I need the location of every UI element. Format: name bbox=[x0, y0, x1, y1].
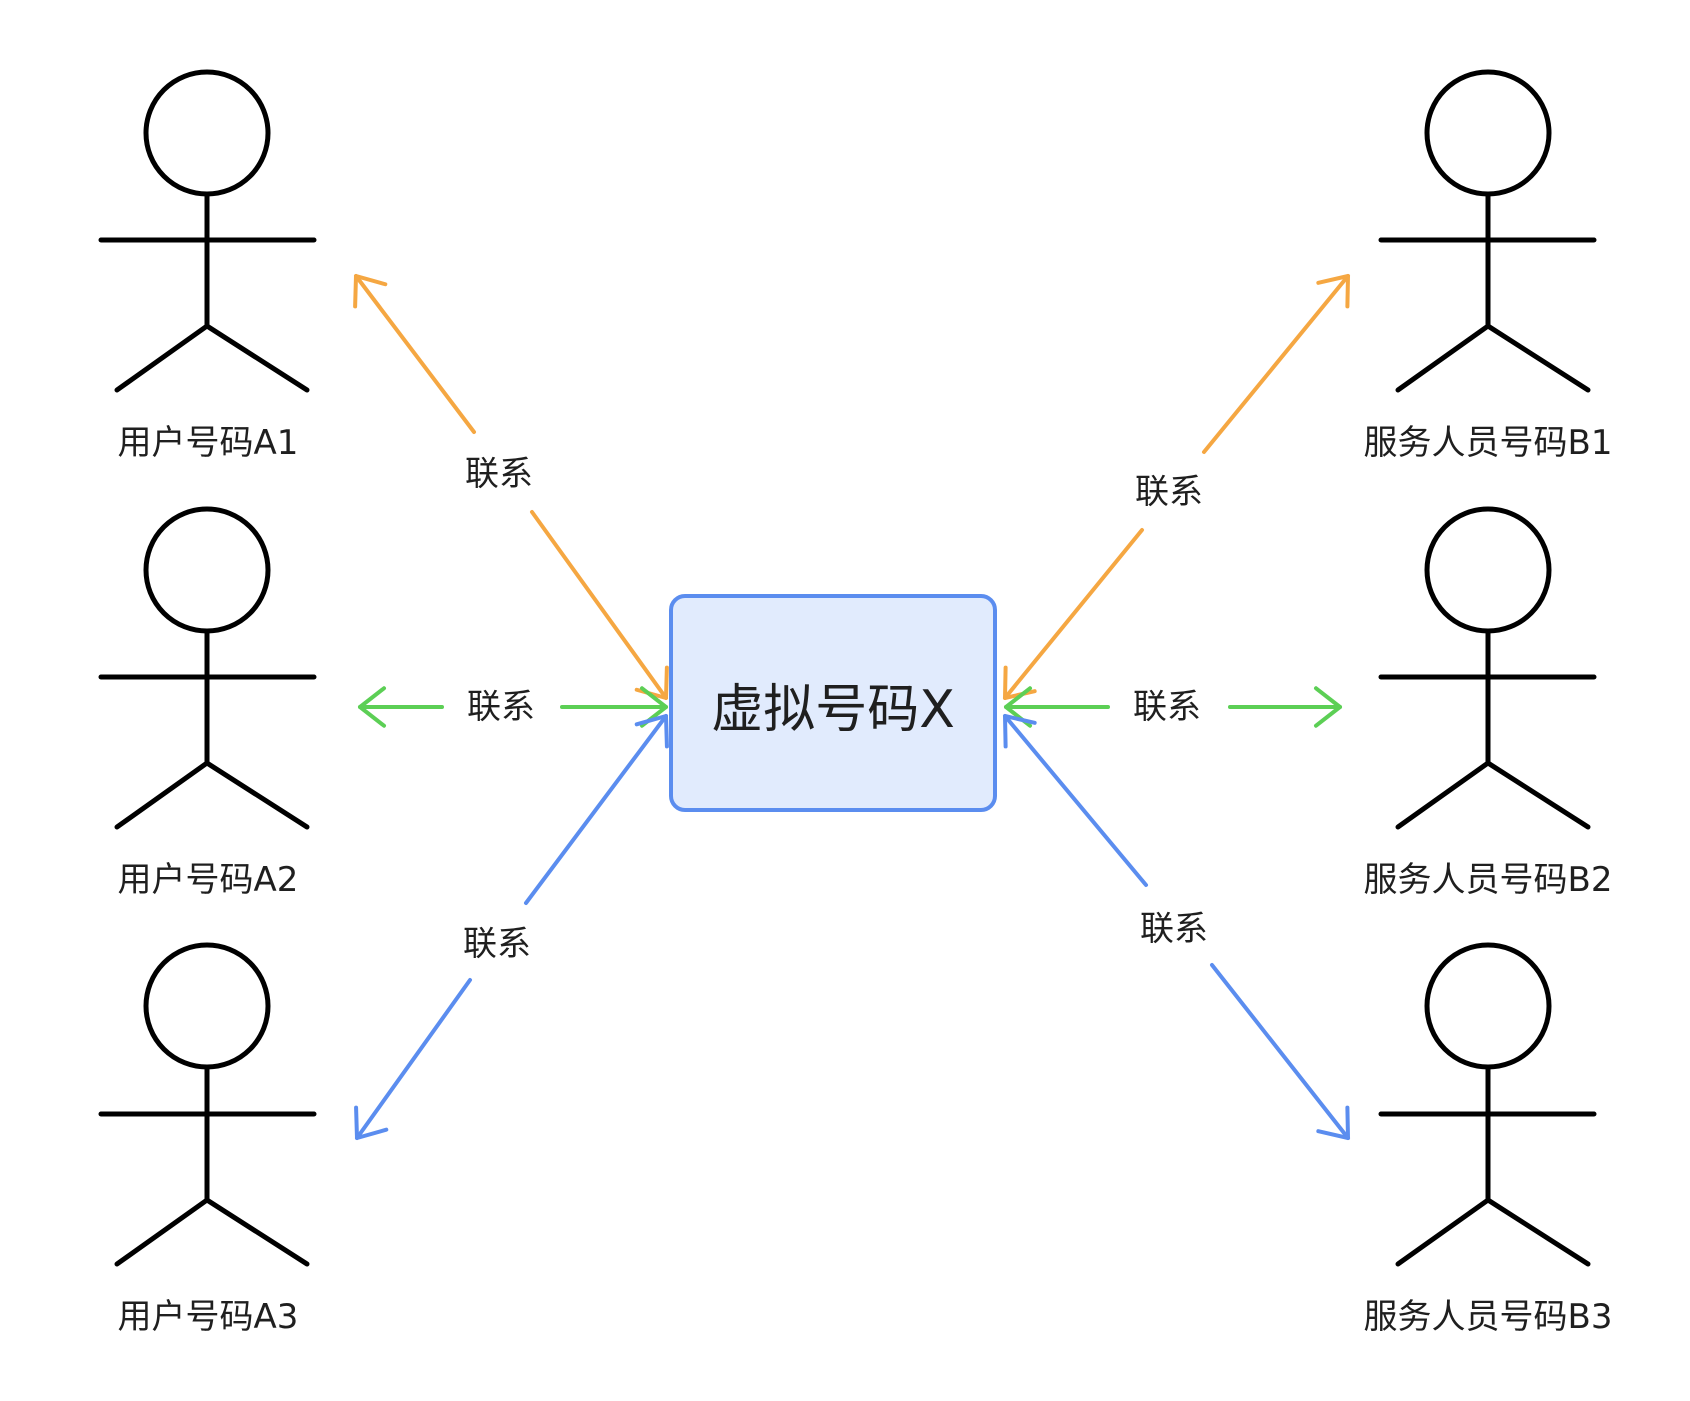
arrowhead-icon bbox=[354, 1105, 389, 1140]
edge-label-b2: 联系 bbox=[1133, 687, 1201, 727]
virtual-number-node: 虚拟号码X bbox=[669, 594, 997, 812]
edge-line-a3 bbox=[524, 714, 668, 905]
actor-figure-b2 bbox=[1378, 506, 1597, 830]
arrowhead-icon bbox=[1316, 274, 1350, 309]
edge-label-a1: 联系 bbox=[465, 454, 533, 494]
actor-figure-a2 bbox=[98, 506, 317, 830]
virtual-number-label: 虚拟号码X bbox=[711, 680, 955, 740]
arrowhead-icon bbox=[1316, 1105, 1350, 1140]
edge-line-a1 bbox=[530, 510, 668, 700]
actor-label-b1: 服务人员号码B1 bbox=[1364, 423, 1613, 463]
arrowhead-icon bbox=[353, 274, 388, 309]
edge-line-b1 bbox=[1202, 274, 1350, 454]
edges-layer bbox=[353, 274, 1350, 1140]
edge-line-b1 bbox=[1003, 528, 1144, 700]
edge-line-b3 bbox=[1210, 963, 1350, 1140]
arrowhead-icon bbox=[1003, 714, 1037, 749]
edge-line-a3 bbox=[355, 978, 472, 1140]
actor-figure-a3 bbox=[98, 942, 317, 1267]
edge-line-b3 bbox=[1003, 714, 1148, 887]
edge-label-b1: 联系 bbox=[1135, 472, 1203, 512]
edge-label-a2: 联系 bbox=[467, 687, 535, 727]
actor-label-a2: 用户号码A2 bbox=[118, 860, 299, 900]
arrowhead-icon bbox=[358, 686, 386, 728]
edge-label-a3: 联系 bbox=[463, 924, 531, 964]
edge-line-a1 bbox=[354, 274, 476, 434]
actor-figure-b3 bbox=[1378, 942, 1597, 1267]
actor-label-b3: 服务人员号码B3 bbox=[1364, 1297, 1613, 1337]
edge-label-b3: 联系 bbox=[1140, 909, 1208, 949]
arrowhead-icon bbox=[1314, 686, 1342, 728]
actor-figure-a1 bbox=[98, 69, 317, 393]
actor-label-a3: 用户号码A3 bbox=[118, 1297, 299, 1337]
actor-label-a1: 用户号码A1 bbox=[118, 423, 299, 463]
actor-figure-b1 bbox=[1378, 69, 1597, 393]
actor-label-b2: 服务人员号码B2 bbox=[1364, 860, 1613, 900]
arrowhead-icon bbox=[634, 714, 669, 749]
